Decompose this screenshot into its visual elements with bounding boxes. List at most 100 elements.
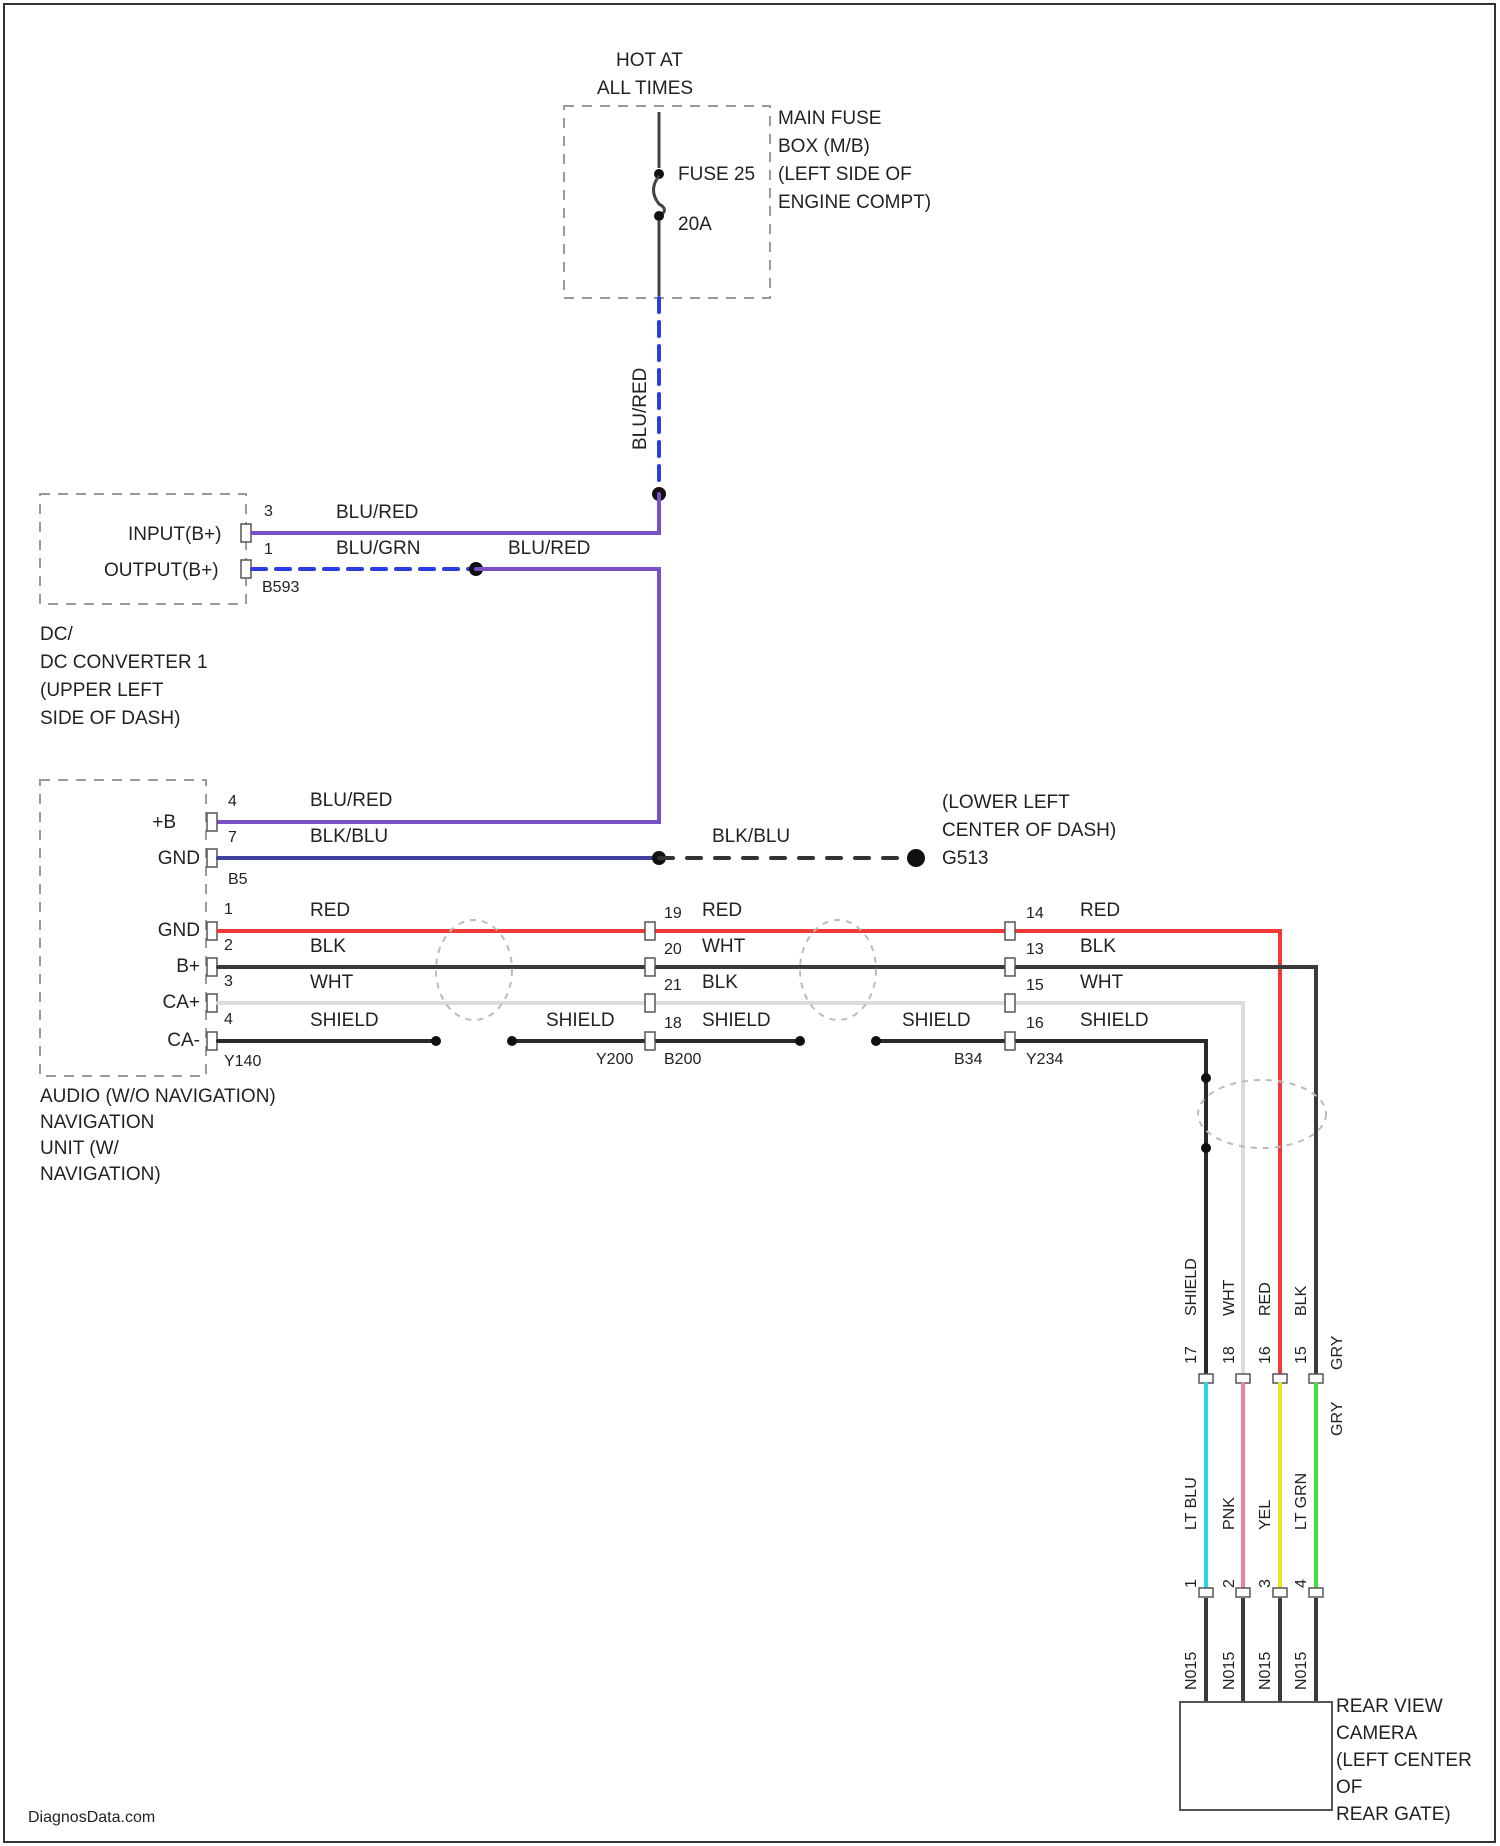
svg-text:SIDE OF DASH): SIDE OF DASH) (40, 708, 180, 729)
right-wire-3-label: WHT (1080, 972, 1124, 993)
cam-upper-pin-3: 16 (1257, 1346, 1274, 1364)
converter-pin-input-name: INPUT(B+) (128, 524, 221, 545)
cam-upper-pin-markers (1199, 1374, 1323, 1383)
shield-splices (431, 1036, 1211, 1153)
nav-pin-markers (207, 813, 217, 1050)
wire-blu-grn-output-label: BLU/GRN (336, 538, 420, 559)
diagram-frame (4, 4, 1495, 1842)
mid-connector-left-id: Y200 (596, 1051, 633, 1068)
svg-text:DC CONVERTER 1: DC CONVERTER 1 (40, 652, 208, 673)
nav-pin-gnd2-name: GND (158, 920, 200, 941)
cam-lower-wire-1: LT BLU (1183, 1477, 1200, 1530)
wire-wht-signal (218, 1003, 1243, 1374)
svg-text:(LOWER LEFT: (LOWER LEFT (942, 792, 1070, 813)
right-wire-4-label: SHIELD (1080, 1010, 1149, 1031)
svg-text:CAMERA: CAMERA (1336, 1723, 1418, 1744)
nav-connector-top: B5 (228, 871, 248, 888)
svg-text:AUDIO (W/O NAVIGATION): AUDIO (W/O NAVIGATION) (40, 1086, 276, 1107)
main-fuse-box-label: MAIN FUSE BOX (M/B) (LEFT SIDE OF ENGINE… (778, 108, 931, 213)
wire-plus-b-label: BLU/RED (310, 790, 392, 811)
converter-connector-id: B593 (262, 579, 299, 596)
svg-text:REAR VIEW: REAR VIEW (1336, 1696, 1443, 1717)
wire-red-label: RED (310, 900, 350, 921)
mid-wire-3-label: BLK (702, 972, 738, 993)
svg-text:NAVIGATION: NAVIGATION (40, 1112, 154, 1133)
rear-view-camera-title: REAR VIEW CAMERA (LEFT CENTER OF REAR GA… (1336, 1696, 1472, 1825)
hot-at-all-times-line2: ALL TIMES (597, 78, 693, 99)
wire-blk-blu-ground-label: BLK/BLU (712, 826, 790, 847)
nav-pin-plus-b-num: 4 (228, 793, 237, 810)
svg-text:NAVIGATION): NAVIGATION) (40, 1164, 161, 1185)
nav-pin-plus-b-name: +B (152, 812, 176, 833)
svg-text:OF: OF (1336, 1777, 1362, 1798)
wire-blu-red-splice-label: BLU/RED (508, 538, 590, 559)
cam-upper-pin-2: 18 (1221, 1346, 1238, 1364)
svg-text:ENGINE COMPT): ENGINE COMPT) (778, 192, 931, 213)
wire-wht-label: WHT (310, 972, 354, 993)
fuse-number: FUSE 25 (678, 164, 755, 185)
shield-twisted-pair-markers (436, 920, 1326, 1148)
mid-connector-pins (645, 922, 655, 1050)
cam-lower-pin-4: 4 (1293, 1579, 1310, 1588)
cam-lower-pin-2: 2 (1221, 1579, 1238, 1588)
camera-pigtail-2: N015 (1221, 1652, 1238, 1690)
converter-pin-input (241, 524, 251, 542)
svg-text:DC/: DC/ (40, 624, 73, 645)
right-pin-2-num: 13 (1026, 941, 1044, 958)
mid-wire-1-label: RED (702, 900, 742, 921)
converter-pin-output (241, 560, 251, 578)
wire-shield-mid-label: SHIELD (546, 1010, 615, 1031)
svg-text:BOX (M/B): BOX (M/B) (778, 136, 870, 157)
nav-pin-ca-plus-name: CA+ (163, 992, 201, 1013)
dc-converter-title: DC/ DC CONVERTER 1 (UPPER LEFT SIDE OF D… (40, 624, 208, 729)
nav-connector-bottom: Y140 (224, 1053, 261, 1070)
mid-connector-right-id: B200 (664, 1051, 701, 1068)
cam-lower-wire-2: PNK (1221, 1497, 1238, 1530)
cam-lower-pin-3: 3 (1257, 1579, 1274, 1588)
main-fuse-box-outline (564, 106, 770, 298)
camera-pigtail-1: N015 (1183, 1652, 1200, 1690)
camera-pigtail-3: N015 (1257, 1652, 1274, 1690)
mid-wire-4-label: SHIELD (702, 1010, 771, 1031)
nav-pin-gnd1-num: 7 (228, 829, 237, 846)
nav-pin-gnd2-num: 1 (224, 901, 233, 918)
nav-pin-ca-minus-name: CA- (167, 1030, 200, 1051)
cam-upper-wire-1: SHIELD (1183, 1258, 1200, 1316)
wire-blu-red-vertical-label: BLU/RED (630, 368, 651, 450)
svg-text:CENTER OF DASH): CENTER OF DASH) (942, 820, 1116, 841)
converter-pin-output-num: 1 (264, 541, 273, 558)
right-pin-1-num: 14 (1026, 905, 1044, 922)
wire-blu-red-input-label: BLU/RED (336, 502, 418, 523)
right-pin-3-num: 15 (1026, 977, 1044, 994)
svg-text:REAR GATE): REAR GATE) (1336, 1804, 1451, 1825)
nav-pin-ca-plus-num: 3 (224, 973, 233, 990)
mid-pin-4-num: 18 (664, 1015, 682, 1032)
wire-shield-right (876, 1041, 1206, 1374)
nav-pin-b-plus-num: 2 (224, 937, 233, 954)
cam-gnd-wire-label: GRY (1329, 1401, 1346, 1436)
right-wire-1-label: RED (1080, 900, 1120, 921)
mid-pin-2-num: 20 (664, 941, 682, 958)
cam-lower-pin-1: 1 (1183, 1579, 1200, 1588)
wire-blu-red-to-nav (218, 569, 659, 822)
ground-id: G513 (942, 848, 988, 869)
svg-text:(LEFT CENTER: (LEFT CENTER (1336, 1750, 1472, 1771)
svg-text:MAIN FUSE: MAIN FUSE (778, 108, 881, 129)
right-wire-2-label: BLK (1080, 936, 1116, 957)
nav-pin-b-plus-name: B+ (176, 956, 200, 977)
converter-pin-output-name: OUTPUT(B+) (104, 560, 219, 581)
right-connector-pins (1005, 922, 1015, 1050)
camera-pigtail-4: N015 (1293, 1652, 1310, 1690)
ground-location-label: (LOWER LEFT CENTER OF DASH) (942, 792, 1116, 841)
mid-wire-2-label: WHT (702, 936, 746, 957)
cam-lower-pin-markers (1199, 1588, 1323, 1597)
ground-g513-symbol (907, 849, 925, 867)
nav-unit-title: AUDIO (W/O NAVIGATION) NAVIGATION UNIT (… (40, 1086, 276, 1185)
dc-converter-outline (40, 494, 246, 604)
mid-pin-3-num: 21 (664, 977, 682, 994)
cam-upper-pin-1: 17 (1183, 1346, 1200, 1364)
cam-upper-wire-4: BLK (1293, 1285, 1310, 1316)
cam-lower-wire-4: LT GRN (1293, 1473, 1310, 1530)
fuse-rating: 20A (678, 214, 712, 235)
